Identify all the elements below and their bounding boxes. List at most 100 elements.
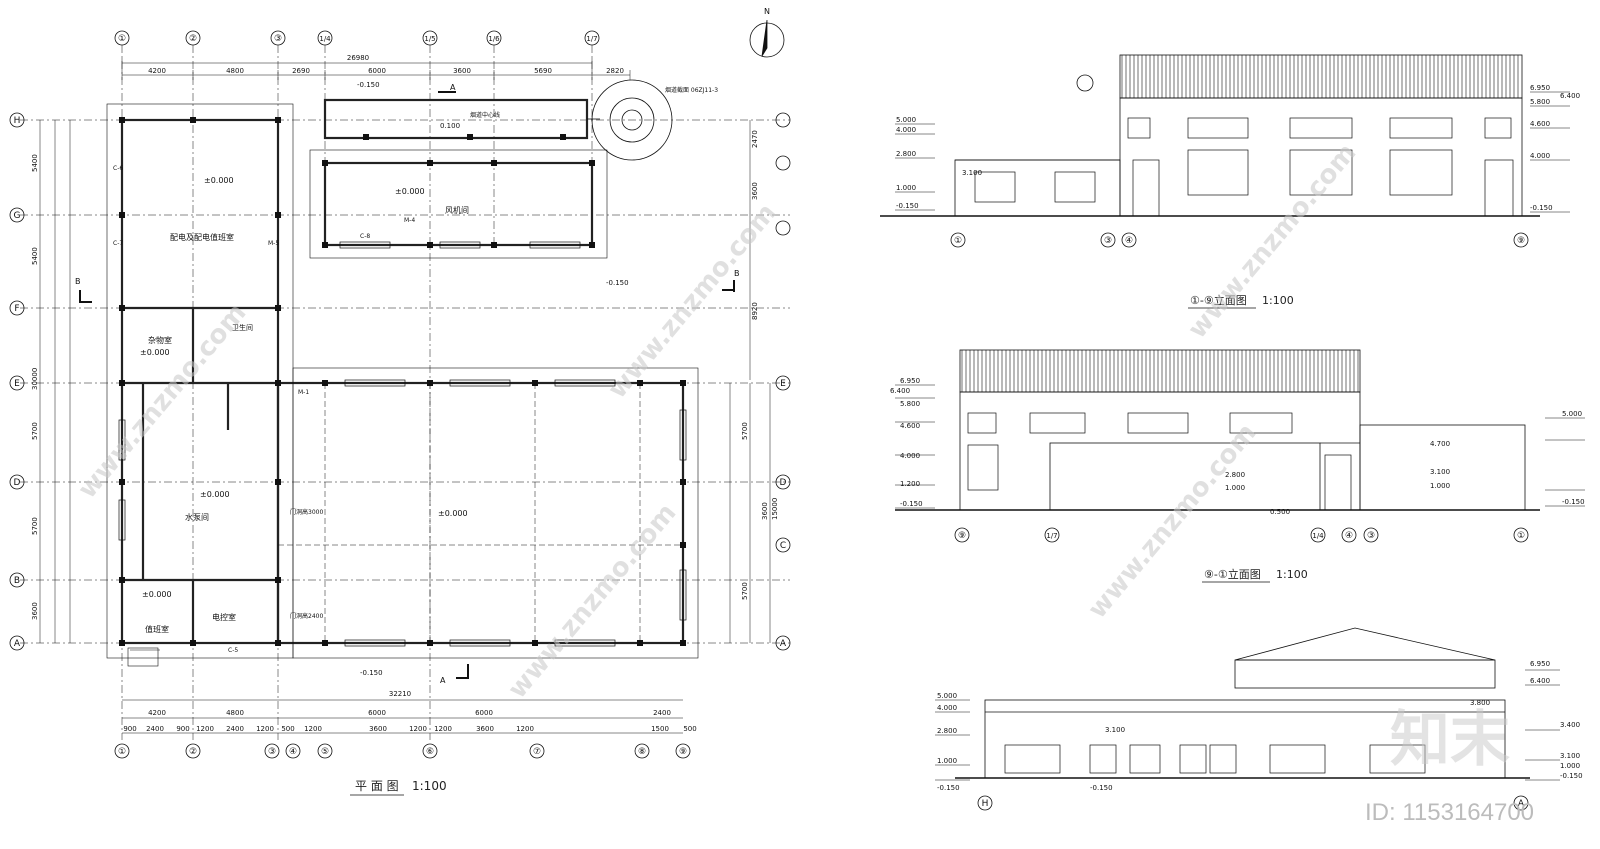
chimney-note: 烟道截面 06ZJ11-3 (665, 86, 718, 94)
watermarks: www.znzmo.com www.znzmo.com www.znzmo.co… (72, 138, 1534, 826)
axis-label-top-2: ② (189, 34, 197, 44)
axis-label-G: G (14, 211, 21, 221)
elev3-axis-H: H (982, 799, 989, 809)
elev2-axis-1-7: 1/7 (1046, 532, 1057, 540)
elevation-9-1 (895, 349, 1585, 543)
axis-label-top-1-6: 1/6 (488, 35, 500, 43)
plan-caption: 平 面 图 1:100 (350, 779, 447, 796)
elev1-level-r-2: 6.400 (1560, 92, 1580, 100)
top-axis-bubbles (114, 30, 600, 46)
axis-lines (20, 45, 790, 740)
room-duty-level: ±0.000 (142, 590, 172, 599)
elev1-level-l-4: 1.000 (896, 184, 916, 192)
axis-label-E: E (14, 379, 20, 389)
elev1-level-l-1: 5.000 (896, 116, 916, 124)
elev1-level-lines (895, 91, 1570, 213)
elev3-level-r-5: 3.100 (1560, 752, 1580, 760)
bottom-dim-2: 4800 (226, 709, 244, 717)
elev2-extra-3: 0.500 (1270, 508, 1290, 516)
left-dim-5: 3600 (31, 602, 39, 620)
elev2-axis-4: ④ (1345, 531, 1353, 541)
elev1-caption-scale: 1:100 (1262, 294, 1294, 307)
plan-caption-scale: 1:100 (412, 779, 447, 793)
right-dim-1: 2470 (751, 130, 759, 148)
axis-label-top-1-5: 1/5 (424, 35, 435, 43)
elev1-level-l-3: 2.800 (896, 150, 916, 158)
room-storage-level: ±0.000 (140, 348, 170, 357)
window-c6: C-6 (113, 165, 123, 172)
elev2-caption-title: ⑨-①立面图 (1204, 567, 1261, 581)
section-label-a-top: A (450, 83, 456, 92)
bottom-dim2-12: 3600 (476, 725, 494, 733)
axis-label-bottom-7: ⑦ (533, 747, 541, 757)
elev3-level-r-2: 6.400 (1530, 677, 1550, 685)
watermark-text-2: www.znzmo.com (502, 498, 682, 704)
top-overall-dim: 26980 (347, 54, 369, 62)
roof-tiles-2 (959, 349, 1361, 393)
top-dim-6: 5690 (534, 67, 552, 75)
window-c8: C-8 (360, 233, 370, 240)
bottom-dim2-8: 1200 (304, 725, 322, 733)
top-dim-2: 4800 (226, 67, 244, 75)
elev2-level-r-4: 1.000 (1430, 482, 1450, 490)
bottom-dim2-14: 1500 (651, 725, 669, 733)
watermark-text-1: www.znzmo.com (72, 298, 252, 504)
bottom-dim2-15: 500 (683, 725, 696, 733)
right-dim-2: 3600 (751, 182, 759, 200)
bottom-dim-3: 6000 (368, 709, 386, 717)
outside-level-1: -0.150 (357, 81, 380, 89)
elev3-level-lines (935, 669, 1560, 781)
bottom-dim2-6: 1200 (256, 725, 274, 733)
plan-room-labels: 配电及配电值班室 ±0.000 风机间 ±0.000 杂物室 ±0.000 卫生… (75, 81, 740, 685)
top-dim-4: 6000 (368, 67, 386, 75)
top-dim-5: 3600 (453, 67, 471, 75)
right-dim-6: 5700 (741, 582, 749, 600)
bottom-dim2-11: 1200 (434, 725, 452, 733)
gate-note-1: 门洞高3000 (290, 508, 323, 516)
watermark-text-3: www.znzmo.com (602, 198, 782, 404)
left-dimension-lines (39, 120, 71, 643)
elev2-level-r-1: 5.000 (1562, 410, 1582, 418)
room-distribution-level: ±0.000 (204, 176, 234, 185)
bottom-dim2-1: 900 (123, 725, 136, 733)
elev2-level-l-1: 6.950 (900, 377, 920, 385)
elev2-level-l-4: 4.600 (900, 422, 920, 430)
elev2-caption-scale: 1:100 (1276, 568, 1308, 581)
axis-label-top-1-7: 1/7 (586, 35, 597, 43)
elev1-axis-9: ⑨ (1517, 236, 1525, 246)
bottom-axis-bubbles (114, 743, 691, 759)
elev2-windows (967, 412, 1352, 511)
room-fan-level: ±0.000 (395, 187, 425, 196)
axis-label-bottom-4: ④ (289, 747, 297, 757)
elev1-axis-4: ④ (1125, 236, 1133, 246)
elev1-level-r-1: 6.950 (1530, 84, 1550, 92)
axis-label-top-1: ① (118, 34, 126, 44)
axis-label-bottom-2: ② (189, 747, 197, 757)
bottom-dim-4: 6000 (475, 709, 493, 717)
axis-label-bottom-9: ⑨ (679, 747, 687, 757)
apron-lines (106, 103, 699, 667)
elev1-level-r-3: 5.800 (1530, 98, 1550, 106)
elevation-1-9 (880, 54, 1570, 248)
room-storage: 杂物室 (148, 335, 172, 345)
elev2-level-r-5: -0.150 (1562, 498, 1585, 506)
axis-label-H: H (14, 116, 21, 126)
elev2-level-l-6: 1.200 (900, 480, 920, 488)
elev3-axis-A: A (1518, 799, 1525, 809)
elev2-level-r-2: 4.700 (1430, 440, 1450, 448)
room-toilet: 卫生间 (232, 323, 253, 332)
elev3-windows (1004, 744, 1426, 774)
elev1-level-l-2: 4.000 (896, 126, 916, 134)
axis-label-bottom-1: ① (118, 747, 126, 757)
section-label-a-bottom: A (440, 676, 446, 685)
elev3-level-l-5: -0.150 (937, 784, 960, 792)
axis-label-A: A (14, 639, 21, 649)
elev2-axis-3: ③ (1367, 531, 1375, 541)
axis-label-right-E: E (780, 379, 786, 389)
elev2-level-l-5: 4.000 (900, 452, 920, 460)
elev3-extra-2: -0.150 (1090, 784, 1113, 792)
canal-label: 烟道中心线 (470, 111, 500, 119)
right-dim-5: 3600 (761, 502, 769, 520)
watermark-id: ID: 1153164700 (1365, 799, 1534, 826)
